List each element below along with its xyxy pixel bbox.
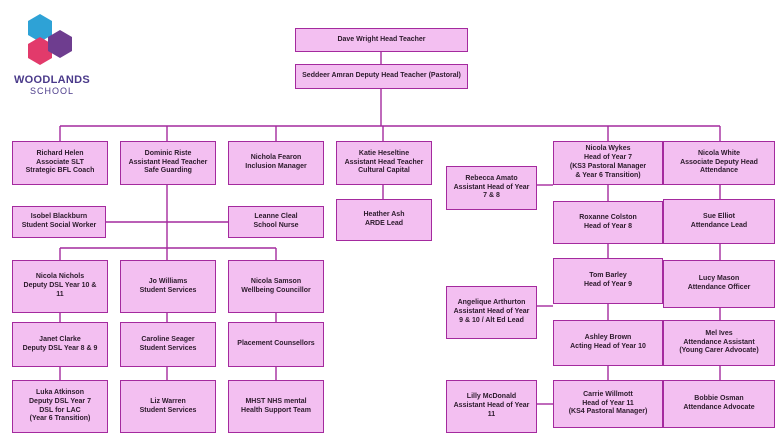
logo-name: WOODLANDS <box>13 74 91 86</box>
box-ashley-brown: Ashley Brown Acting Head of Year 10 <box>553 320 663 366</box>
box-lucy-mason: Lucy Mason Attendance Officer <box>663 260 775 308</box>
box-nicola-nichols: Nicola Nichols Deputy DSL Year 10 & 11 <box>12 260 108 313</box>
box-mhst: MHST NHS mental Health Support Team <box>228 380 324 433</box>
logo-subtitle: SCHOOL <box>29 86 74 96</box>
box-carrie-willmott: Carrie Willmott Head of Year 11 (KS4 Pas… <box>553 380 663 428</box>
box-liz-warren: Liz Warren Student Services <box>120 380 216 433</box>
box-nichola-fearon: Nichola Fearon Inclusion Manager <box>228 141 324 185</box>
box-rebecca-amato: Rebecca Amato Assistant Head of Year 7 &… <box>446 166 537 210</box>
box-nicola-samson: Nicola Samson Wellbeing Councillor <box>228 260 324 313</box>
box-janet-clarke: Janet Clarke Deputy DSL Year 8 & 9 <box>12 322 108 367</box>
logo-text: WOODLANDS SCHOOL <box>7 74 97 96</box>
box-placement-counsellors: Placement Counsellors <box>228 322 324 367</box>
woodlands-logo <box>28 14 72 65</box>
box-sue-elliot: Sue Elliot Attendance Lead <box>663 199 775 244</box>
box-heather-ash: Heather Ash ARDE Lead <box>336 199 432 241</box>
box-nicola-wykes: Nicola Wykes Head of Year 7 (KS3 Pastora… <box>553 141 663 185</box>
box-jo-williams: Jo Williams Student Services <box>120 260 216 313</box>
logo-hex-purple <box>48 30 72 58</box>
box-lilly-mcdonald: Lilly McDonald Assistant Head of Year 11 <box>446 380 537 433</box>
box-leanne-cleal: Leanne Cleal School Nurse <box>228 206 324 238</box>
box-mel-ives: Mel Ives Attendance Assistant (Young Car… <box>663 320 775 366</box>
box-roxanne-colston: Roxanne Colston Head of Year 8 <box>553 201 663 244</box>
logo-hex-red <box>28 37 52 65</box>
box-isobel-blackburn: Isobel Blackburn Student Social Worker <box>12 206 106 238</box>
box-richard-helen: Richard Helen Associate SLT Strategic BF… <box>12 141 108 185</box>
box-nicola-white: Nicola White Associate Deputy Head Atten… <box>663 141 775 185</box>
logo-hex-cyan <box>28 14 52 42</box>
box-luka-atkinson: Luka Atkinson Deputy DSL Year 7 DSL for … <box>12 380 108 433</box>
box-caroline-seager: Caroline Seager Student Services <box>120 322 216 367</box>
box-angelique-arthurton: Angelique Arthurton Assistant Head of Ye… <box>446 286 537 339</box>
box-tom-barley: Tom Barley Head of Year 9 <box>553 258 663 304</box>
box-dominic-riste: Dominic Riste Assistant Head Teacher Saf… <box>120 141 216 185</box>
box-deputy-head: Seddeer Amran Deputy Head Teacher (Pasto… <box>295 64 468 89</box>
box-katie-heseltine: Katie Heseltine Assistant Head Teacher C… <box>336 141 432 185</box>
box-head-teacher: Dave Wright Head Teacher <box>295 28 468 52</box>
box-bobbie-osman: Bobbie Osman Attendance Advocate <box>663 380 775 428</box>
